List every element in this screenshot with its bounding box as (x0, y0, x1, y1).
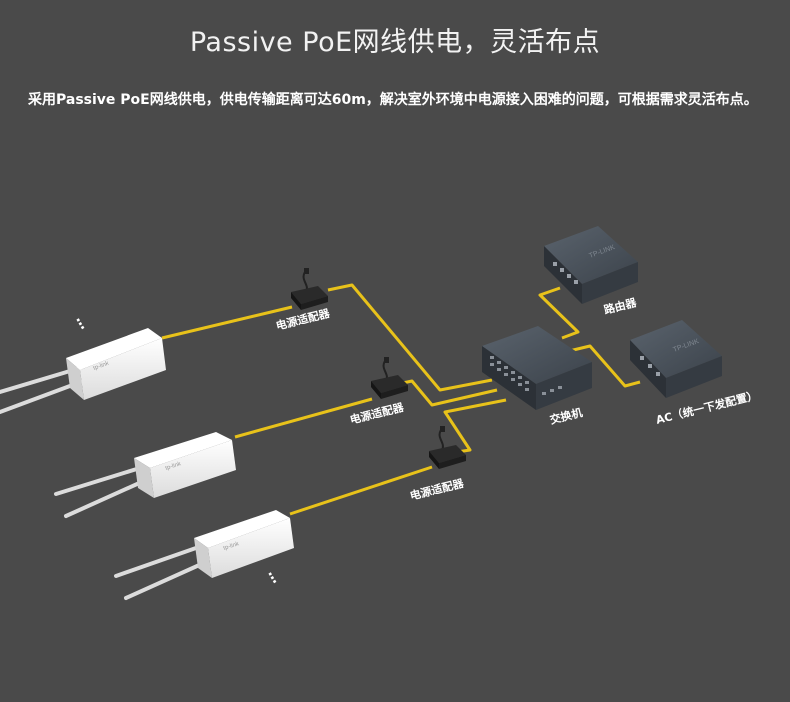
cable-ap2-adapter2 (234, 397, 373, 439)
power-adapter-2 (371, 357, 408, 399)
cable-adapter1-switch (327, 283, 493, 392)
cable-ap3-adapter3 (289, 465, 433, 516)
cable-adapter3-switch (443, 398, 507, 454)
ap1-brand: tp-link (93, 360, 111, 371)
outdoor-ap-1: tp-link (0, 328, 166, 414)
power-adapter-1 (291, 268, 328, 310)
outdoor-ap-3: tp-link (114, 510, 294, 600)
cable-lines (161, 283, 641, 516)
page-title: Passive PoE网线供电，灵活布点 (189, 27, 601, 58)
switch-device (482, 326, 592, 410)
cable-ap1-adapter1 (161, 305, 293, 340)
ac-device: TP-LINK (630, 320, 722, 398)
outdoor-ap-2: tp-link (54, 432, 236, 518)
description-text: 采用Passive PoE网线供电，供电传输距离可达60m，解决室外环境中电源接… (28, 92, 758, 108)
router-device: TP-LINK (544, 226, 638, 304)
cable-adapter2-switch (397, 379, 498, 407)
ap3-brand: tp-link (223, 541, 241, 552)
cable-switch-ac (564, 344, 641, 388)
ap2-brand: tp-link (165, 461, 183, 472)
cable-switch-router (538, 286, 580, 340)
power-adapter-3 (429, 426, 466, 469)
